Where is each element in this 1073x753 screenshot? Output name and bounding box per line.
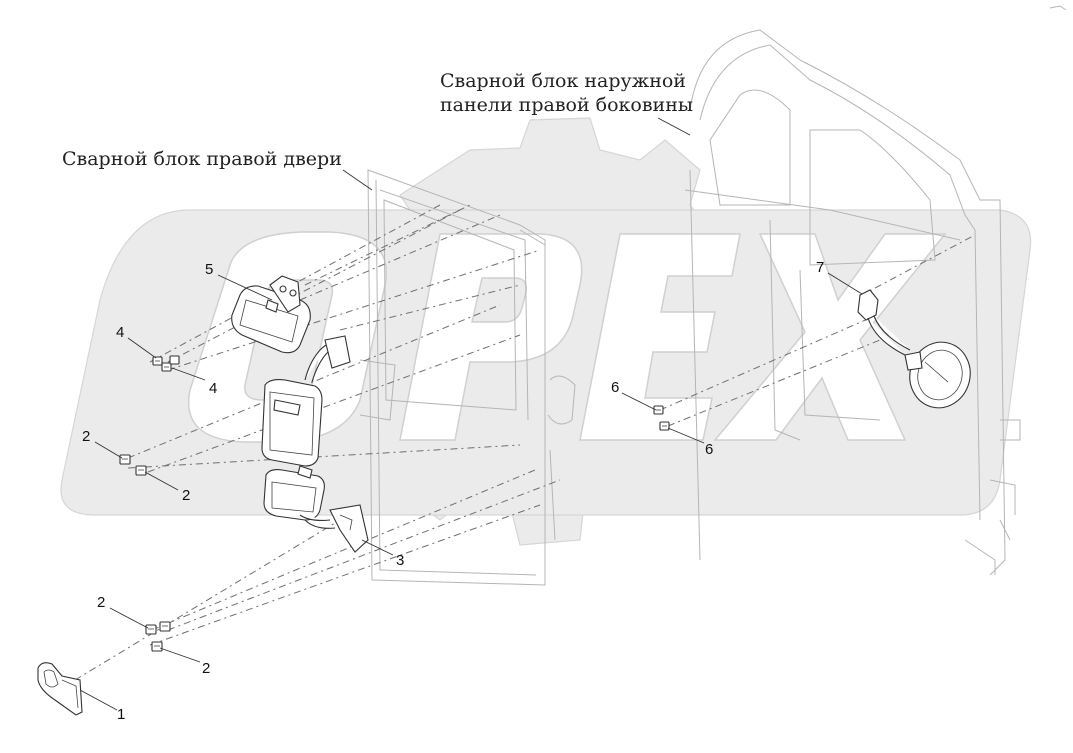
bolt-2e — [151, 641, 163, 652]
callout-2-upper-right: 2 — [182, 487, 190, 504]
callout-4-bottom: 4 — [209, 380, 217, 397]
callout-7: 7 — [816, 259, 824, 276]
callout-1: 1 — [117, 706, 125, 723]
part-3-main-mirror — [261, 335, 369, 553]
leader-lines — [79, 117, 863, 711]
bolt-6b — [659, 421, 670, 431]
callout-4-top: 4 — [116, 324, 124, 341]
part-1-bracket-cover — [37, 662, 83, 716]
bolt-4c — [169, 355, 180, 365]
part-7-front-mirror — [857, 289, 971, 409]
bolt-4a — [152, 356, 163, 366]
callout-2-upper-left: 2 — [82, 428, 90, 445]
callout-6-top: 6 — [611, 379, 619, 396]
label-door-block: Сварной блок правой двери — [62, 148, 342, 170]
callout-2-lower-left: 2 — [97, 594, 105, 611]
side-panel-outline — [684, 5, 1067, 576]
bolt-4b — [161, 362, 172, 372]
bolt-2c — [145, 624, 157, 635]
callout-3: 3 — [396, 552, 404, 569]
callout-2-lower-right: 2 — [202, 660, 210, 677]
watermark-letter-e — [579, 233, 741, 441]
bolt-6a — [653, 405, 664, 415]
label-side-panel-line-1: Сварной блок наружной — [440, 70, 686, 92]
watermark-letter-p — [399, 233, 583, 441]
callout-numbers: 5 4 4 2 2 3 2 2 1 7 6 6 — [82, 259, 824, 723]
callout-5: 5 — [205, 261, 213, 278]
bolt-2a — [119, 454, 131, 465]
callout-6-bottom: 6 — [705, 441, 713, 458]
bolt-2b — [135, 465, 147, 476]
bolts — [119, 355, 670, 652]
part-5-wide-angle-mirror — [231, 275, 311, 354]
door-body-outline — [359, 169, 576, 586]
watermark-letter-x — [713, 233, 947, 441]
bolt-2d — [159, 621, 171, 632]
label-side-panel-line-2: панели правой боковины — [440, 94, 694, 116]
